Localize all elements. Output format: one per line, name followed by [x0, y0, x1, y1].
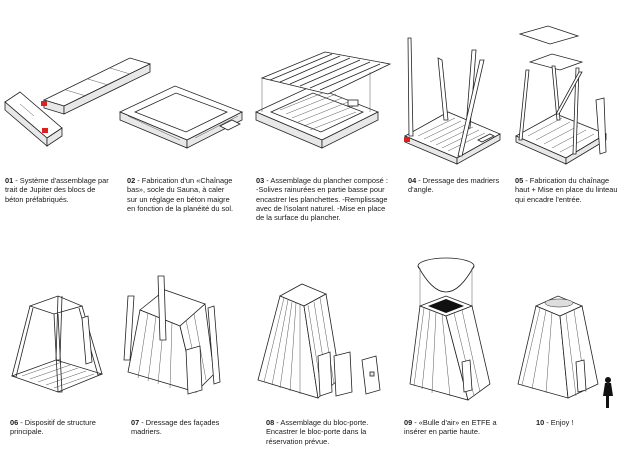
step-06-caption: 06 - Dispositif de structure principale.: [10, 418, 110, 437]
step-number: 06: [10, 418, 19, 427]
step-number: 01: [5, 176, 14, 185]
step-text: - Fabrication d'un «Chaînage bas», socle…: [127, 176, 234, 213]
step-05-illustration: [515, 25, 607, 165]
step-number: 10: [536, 418, 545, 427]
step-08-illustration: [257, 283, 381, 399]
step-04-illustration: [404, 37, 501, 165]
step-text: - Dressage des façades madriers.: [131, 418, 220, 437]
step-07-caption: 07 - Dressage des façades madriers.: [131, 418, 231, 437]
step-text: - Assemblage du bloc-porte. Encastrer le…: [266, 418, 369, 446]
joint-marker: [404, 137, 410, 142]
step-10-illustration: [517, 295, 613, 408]
step-05-caption: 05 - Fabrication du chaînage haut + Mise…: [515, 176, 623, 204]
joint-marker: [41, 101, 47, 106]
step-number: 02: [127, 176, 136, 185]
step-04-caption: 04 - Dressage des madriers d'angle.: [408, 176, 504, 195]
step-text: - Enjoy !: [544, 418, 574, 427]
step-07-illustration: [123, 275, 221, 395]
step-02-caption: 02 - Fabrication d'un «Chaînage bas», so…: [127, 176, 235, 213]
step-03-caption: 03 - Assemblage du plancher composé : -S…: [256, 176, 392, 222]
step-number: 08: [266, 418, 275, 427]
step-number: 04: [408, 176, 417, 185]
step-08-caption: 08 - Assemblage du bloc-porte. Encastrer…: [266, 418, 374, 446]
step-06-illustration: [10, 295, 104, 393]
step-number: 05: [515, 176, 524, 185]
step-09-illustration: [409, 257, 491, 401]
step-10-caption: 10 - Enjoy !: [536, 418, 616, 427]
joint-marker: [42, 128, 48, 133]
step-number: 07: [131, 418, 140, 427]
step-text: - Système d'assemblage par trait de Jupi…: [5, 176, 109, 204]
step-text: - Dressage des madriers d'angle.: [408, 176, 500, 195]
step-number: 09: [404, 418, 413, 427]
step-01-illustration: [4, 57, 152, 147]
step-text: - Assemblage du plancher composé : -Soli…: [256, 176, 388, 223]
step-text: - «Bulle d'air» en ETFE a insérer en par…: [404, 418, 497, 437]
step-number: 03: [256, 176, 265, 185]
step-01-caption: 01 - Système d'assemblage par trait de J…: [5, 176, 113, 204]
step-03-illustration: [255, 51, 392, 149]
person-icon: [603, 377, 613, 408]
step-02-illustration: [119, 85, 243, 149]
step-text: - Fabrication du chaînage haut + Mise en…: [515, 176, 618, 204]
step-09-caption: 09 - «Bulle d'air» en ETFE a insérer en …: [404, 418, 512, 437]
step-text: - Dispositif de structure principale.: [10, 418, 96, 437]
